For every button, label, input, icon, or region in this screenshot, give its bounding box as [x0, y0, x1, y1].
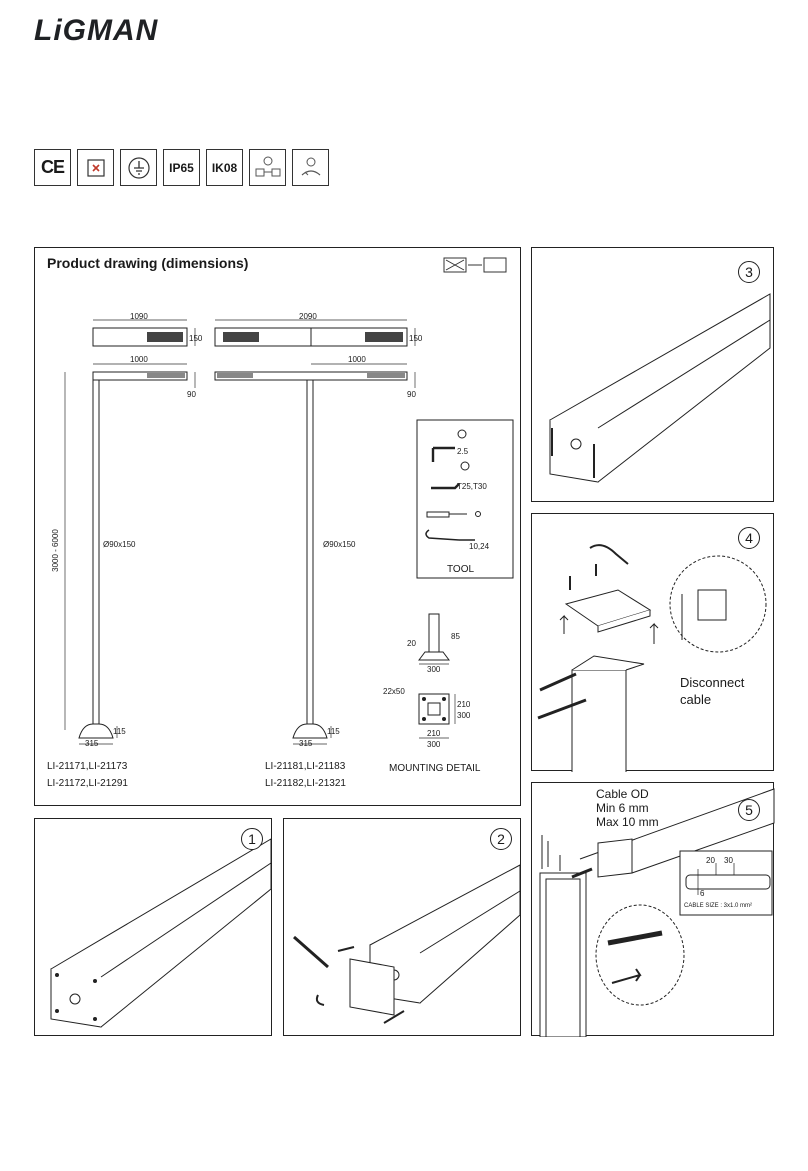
recycle-info-icon — [292, 149, 329, 186]
mount-dim-210a: 210 — [457, 700, 471, 709]
mount-dim-210b: 210 — [427, 729, 441, 738]
step-3-number: 3 — [738, 261, 760, 283]
dim-base-height-left: 115 — [113, 727, 126, 736]
step-4-number: 4 — [738, 527, 760, 549]
dim-pole-section-right: Ø90x150 — [323, 540, 356, 549]
ground-icon — [120, 149, 157, 186]
step-3-illustration — [549, 293, 771, 483]
models-right-2: LI-21182,LI-21321 — [265, 778, 346, 789]
step-1-illustration — [50, 838, 272, 1028]
tool-wrench-size: 10,24 — [469, 542, 490, 551]
dim-base-width-left: 315 — [85, 739, 99, 748]
models-right-1: LI-21181,LI-21183 — [265, 761, 346, 772]
drawing-title: Product drawing (dimensions) — [47, 255, 249, 271]
tool-torx-size: T25,T30 — [457, 482, 487, 491]
mounting-detail-label: MOUNTING DETAIL — [389, 763, 481, 774]
class-ii-icon — [77, 149, 114, 186]
surge-protection-icon — [249, 149, 286, 186]
certification-row: CE IP65 IK08 — [34, 149, 329, 186]
dim-width-top-left: 1090 — [130, 312, 148, 321]
ce-mark-icon: CE — [34, 149, 71, 186]
cable-dim-30: 30 — [724, 856, 733, 865]
product-drawing-panel: Product drawing (dimensions) — [34, 247, 521, 806]
step-5-illustration — [539, 788, 775, 1037]
step-5-number: 5 — [738, 799, 760, 821]
dim-pole-height: 3000 - 6000 — [50, 529, 60, 572]
step-5-text-2: Min 6 mm — [596, 801, 649, 815]
dimension-drawing — [64, 257, 514, 745]
dim-arm-height-right: 90 — [407, 390, 416, 399]
models-left-1: LI-21171,LI-21173 — [47, 761, 128, 772]
step-5-text-1: Cable OD — [596, 787, 649, 801]
step-4-illustration — [537, 544, 767, 772]
step-4-panel: 4 Disconnect cable — [531, 513, 774, 772]
step-3-panel: 3 — [531, 247, 774, 502]
step-2-number: 2 — [490, 828, 512, 850]
dim-head-height-left: 150 — [189, 334, 203, 343]
dim-base-width-right: 315 — [299, 739, 313, 748]
mount-dim-300a: 300 — [427, 665, 441, 674]
step-2-panel: 2 — [283, 818, 521, 1036]
cable-size-label: CABLE SIZE : 3x1.0 mm² — [684, 903, 753, 909]
step-4-text-1: Disconnect — [680, 675, 745, 690]
step-5-panel: 5 Cable OD Min 6 mm Max 10 mm 20 30 6 CA… — [531, 782, 775, 1037]
step-1-number: 1 — [241, 828, 263, 850]
cable-dim-20: 20 — [706, 856, 715, 865]
dim-base-height-right: 115 — [327, 727, 340, 736]
ik-rating-icon: IK08 — [206, 149, 243, 186]
mount-dim-20: 20 — [407, 639, 416, 648]
brand-logo: LiGMAN — [34, 14, 159, 47]
models-left-2: LI-21172,LI-21291 — [47, 778, 128, 789]
dim-arm-height-left: 90 — [187, 390, 196, 399]
dim-arm-length-left: 1000 — [130, 355, 148, 364]
mount-dim-85: 85 — [451, 632, 460, 641]
dim-arm-length-right: 1000 — [348, 355, 366, 364]
step-1-panel: 1 — [34, 818, 272, 1036]
step-2-illustration — [293, 864, 521, 1024]
step-5-text-3: Max 10 mm — [596, 815, 659, 829]
tool-label: TOOL — [447, 564, 475, 575]
dim-pole-section-left: Ø90x150 — [103, 540, 136, 549]
tool-hex-size: 2.5 — [457, 447, 469, 456]
dim-width-top-right: 2090 — [299, 312, 317, 321]
step-4-text-2: cable — [680, 692, 712, 707]
dim-head-height-right: 150 — [409, 334, 423, 343]
mount-dim-300c: 300 — [427, 740, 441, 749]
mount-anchor: 22x50 — [383, 687, 405, 696]
mount-dim-300b: 300 — [457, 711, 471, 720]
cable-dim-6: 6 — [700, 889, 705, 898]
ip-rating-icon: IP65 — [163, 149, 200, 186]
